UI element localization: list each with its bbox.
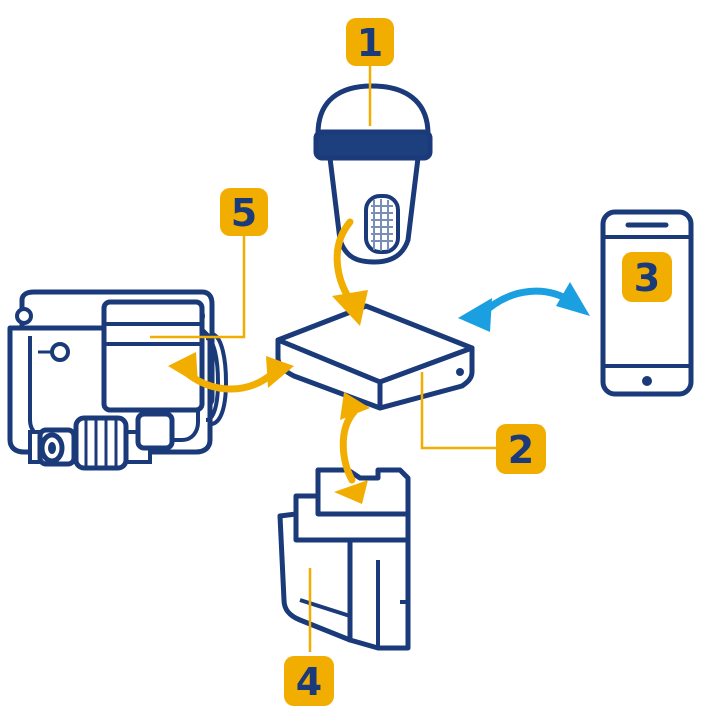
badge-3-label: 3 [634,256,660,300]
badge-1-label: 1 [357,21,383,65]
leader-lines [150,64,500,652]
pump-controller-icon [7,289,229,471]
badge-4: 4 [284,656,334,706]
arrowhead-hub-left-side [266,356,294,388]
arrowhead-phone-side [556,282,590,316]
arrow-hub-module [339,408,358,484]
badge-3: 3 [622,252,672,302]
badge-2-label: 2 [508,428,534,472]
arrowhead-hub-side [458,298,492,332]
leader-line-5 [150,232,246,339]
connection-arrows [168,218,590,504]
arrowhead-pump-side [168,352,198,384]
smartphone-icon [600,209,694,397]
badge-1: 1 [346,18,394,66]
leader-line-2 [420,372,500,450]
badge-2: 2 [496,424,546,474]
badge-4-label: 4 [296,660,322,704]
badge-5: 5 [220,188,268,236]
badge-5-label: 5 [231,191,257,235]
hub-box-icon [275,303,475,411]
din-rail-module-icon [277,467,411,651]
arrow-sensor-to-hub [333,218,354,304]
arrowhead-module-side [334,480,368,504]
pool-sensor-icon [313,83,433,265]
arrowhead-hub-bottom-side [340,392,370,420]
arrowhead-sensor-to-hub [332,290,368,326]
